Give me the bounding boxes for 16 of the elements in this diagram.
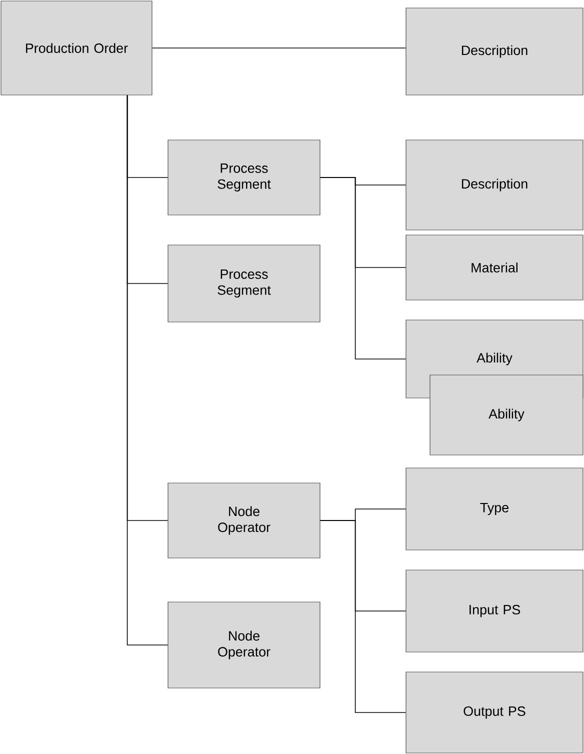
node-label: Ability xyxy=(476,352,512,366)
connector-line xyxy=(320,177,406,360)
box: Node Operator xyxy=(168,602,320,688)
box: Input PS xyxy=(406,570,584,652)
box: Process Segment xyxy=(168,140,320,216)
box: Type xyxy=(406,468,584,550)
box: Output PS xyxy=(406,672,584,754)
box: Description xyxy=(406,140,584,230)
connector-line xyxy=(320,520,406,713)
box: Material xyxy=(406,234,584,300)
box: Description xyxy=(406,8,584,96)
box: Process Segment xyxy=(168,244,320,322)
box: Node Operator xyxy=(168,482,320,558)
box: Ability xyxy=(430,374,584,456)
connector-line xyxy=(126,94,168,646)
box: Production Order xyxy=(0,0,152,96)
